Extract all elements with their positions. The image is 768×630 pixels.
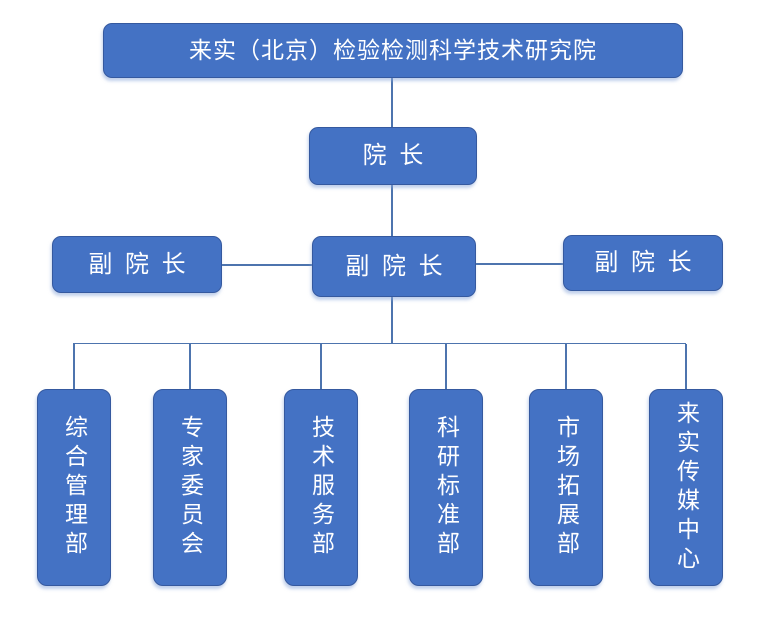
connector-drop-dept-2: [189, 344, 191, 389]
connector-drop-dept-1: [73, 344, 75, 389]
connector-vp-center-to-right: [476, 263, 563, 265]
org-node-department-label: 来实传媒中心: [673, 400, 700, 575]
connector-drop-dept-4: [445, 344, 447, 389]
org-node-vice-president-right: 副 院 长: [563, 235, 723, 291]
org-node-institute: 来实（北京）检验检测科学技术研究院: [103, 23, 683, 78]
org-node-department-general-management: 综合管理部: [37, 389, 111, 586]
org-node-department-label: 技术服务部: [308, 415, 335, 560]
connector-department-rail: [73, 343, 687, 345]
org-node-vice-president-center: 副 院 长: [312, 236, 476, 297]
org-node-department-label: 市场拓展部: [553, 415, 580, 560]
org-node-department-expert-committee: 专家委员会: [153, 389, 227, 586]
org-node-department-media-center: 来实传媒中心: [649, 389, 723, 586]
connector-root-to-president: [391, 78, 393, 127]
connector-vp-to-rail: [391, 297, 393, 343]
org-node-department-technical-service: 技术服务部: [284, 389, 358, 586]
connector-vp-center-to-left: [222, 264, 312, 266]
org-node-president: 院 长: [309, 127, 477, 185]
org-node-vice-president-left-label: 副 院 长: [88, 250, 186, 278]
org-node-president-label: 院 长: [362, 142, 424, 169]
org-node-vice-president-left: 副 院 长: [52, 236, 222, 293]
org-node-department-label: 专家委员会: [177, 415, 204, 560]
org-node-vice-president-right-label: 副 院 长: [594, 249, 692, 276]
org-node-institute-label: 来实（北京）检验检测科学技术研究院: [189, 37, 597, 63]
connector-drop-dept-3: [320, 344, 322, 389]
org-node-department-market-expansion: 市场拓展部: [529, 389, 603, 586]
connector-president-to-vp: [391, 185, 393, 236]
connector-drop-dept-5: [565, 344, 567, 389]
connector-drop-dept-6: [685, 344, 687, 389]
org-node-department-label: 科研标准部: [433, 415, 460, 560]
org-node-department-label: 综合管理部: [61, 415, 88, 560]
org-node-vice-president-center-label: 副 院 长: [345, 252, 443, 280]
org-node-department-research-standards: 科研标准部: [409, 389, 483, 586]
